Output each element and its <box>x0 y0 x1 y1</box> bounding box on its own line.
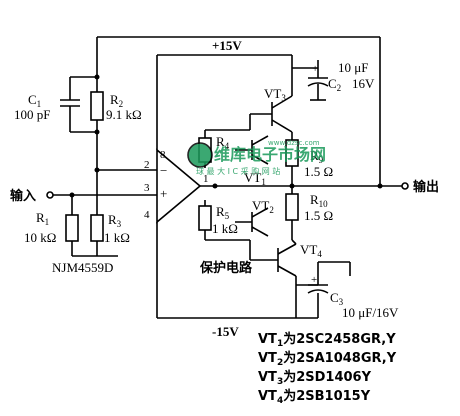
input-terminal[interactable] <box>46 191 54 199</box>
watermark: 维库电子市场网 球 最 大 I C 采 购 网 站 www.dzsc.com <box>187 139 326 176</box>
output-label: 输出 <box>413 179 439 195</box>
c2-rating: 16V <box>352 76 375 91</box>
watermark-url: www.dzsc.com <box>268 139 320 147</box>
c1-ref: C1 <box>28 92 41 109</box>
c3-ref: C3 <box>330 290 344 307</box>
watermark-title: 维库电子市场网 <box>214 145 326 164</box>
pin-2: 2 <box>144 159 150 171</box>
pin-8: 8 <box>160 149 166 161</box>
input-label: 输入 <box>10 188 36 204</box>
pin-3: 3 <box>144 182 150 194</box>
input-network: 输入 R1 10 kΩ R3 1 kΩ <box>10 167 157 257</box>
capacitor-c1 <box>60 99 80 107</box>
vt4-ref: VT4 <box>300 242 322 259</box>
r9-ref: R9 <box>310 148 324 165</box>
capacitor-c2 <box>292 60 329 101</box>
c2-ref: C2 <box>328 76 341 93</box>
negative-rail: -15V <box>157 317 318 339</box>
output-terminal[interactable] <box>401 182 409 190</box>
r5-ref: R5 <box>216 204 230 221</box>
opamp-plus-sign: + <box>160 186 167 201</box>
c2-plus: + <box>312 63 318 75</box>
resistor-r2 <box>90 91 104 121</box>
c3-plus: + <box>311 274 317 286</box>
transistor-list: VT1为2SC2458GR,Y VT2为2SA1048GR,Y VT3为2SD1… <box>258 331 397 406</box>
c1-value: 100 pF <box>14 107 50 122</box>
resistor-r5 <box>198 205 212 231</box>
r4-ref: R4 <box>216 134 230 151</box>
r1-value: 10 kΩ <box>24 230 56 245</box>
minus15v-label: -15V <box>212 324 239 339</box>
opamp-part-number: NJM4559D <box>52 260 113 275</box>
opamp-minus-sign: − <box>160 163 167 178</box>
r2-ref: R2 <box>110 92 123 109</box>
resistor-r10 <box>285 193 299 221</box>
r9-value: 1.5 Ω <box>304 164 333 179</box>
feedback-network: C1 100 pF R2 9.1 kΩ <box>14 37 157 171</box>
r10-value: 1.5 Ω <box>304 208 333 223</box>
vt3-spec: VT3为2SD1406Y <box>258 369 372 387</box>
c3-value: 10 μF/16V <box>342 305 399 320</box>
vt1-spec: VT1为2SC2458GR,Y <box>258 331 396 349</box>
r3-value: 1 kΩ <box>104 230 130 245</box>
c2-value: 10 μF <box>338 60 368 75</box>
capacitor-c3 <box>296 261 351 318</box>
transistor-vt4 <box>249 240 297 277</box>
opamp-njm4559d: − + 2 3 8 4 1 NJM4559D <box>52 55 209 318</box>
transistor-vt2 <box>235 207 269 237</box>
pin-4: 4 <box>144 209 150 221</box>
positive-rail: +15V <box>97 36 380 56</box>
vt1-ref: VT1 <box>244 170 266 187</box>
r5-value: 1 kΩ <box>212 221 238 236</box>
watermark-logo-icon <box>187 142 213 168</box>
transistor-vt3 <box>249 95 293 133</box>
vt2-ref: VT2 <box>252 198 274 215</box>
r10-ref: R10 <box>310 192 328 209</box>
pin-1: 1 <box>203 173 209 185</box>
protection-label: 保护电路 <box>199 260 253 276</box>
vt2-spec: VT2为2SA1048GR,Y <box>258 350 397 368</box>
r2-value: 9.1 kΩ <box>106 107 142 122</box>
output-stage: 输出 R4 R5 1 kΩ VT3 VT1 <box>198 37 439 320</box>
r1-ref: R1 <box>36 210 49 227</box>
transistor-vt1 <box>235 135 269 165</box>
resistor-r1 <box>65 214 79 242</box>
watermark-subtitle: 球 最 大 I C 采 购 网 站 <box>196 166 280 176</box>
r3-ref: R3 <box>108 212 122 229</box>
vt3-ref: VT3 <box>264 86 286 103</box>
plus15v-label: +15V <box>212 38 242 53</box>
vt4-spec: VT4为2SB1015Y <box>258 388 371 406</box>
resistor-r3 <box>90 214 104 242</box>
